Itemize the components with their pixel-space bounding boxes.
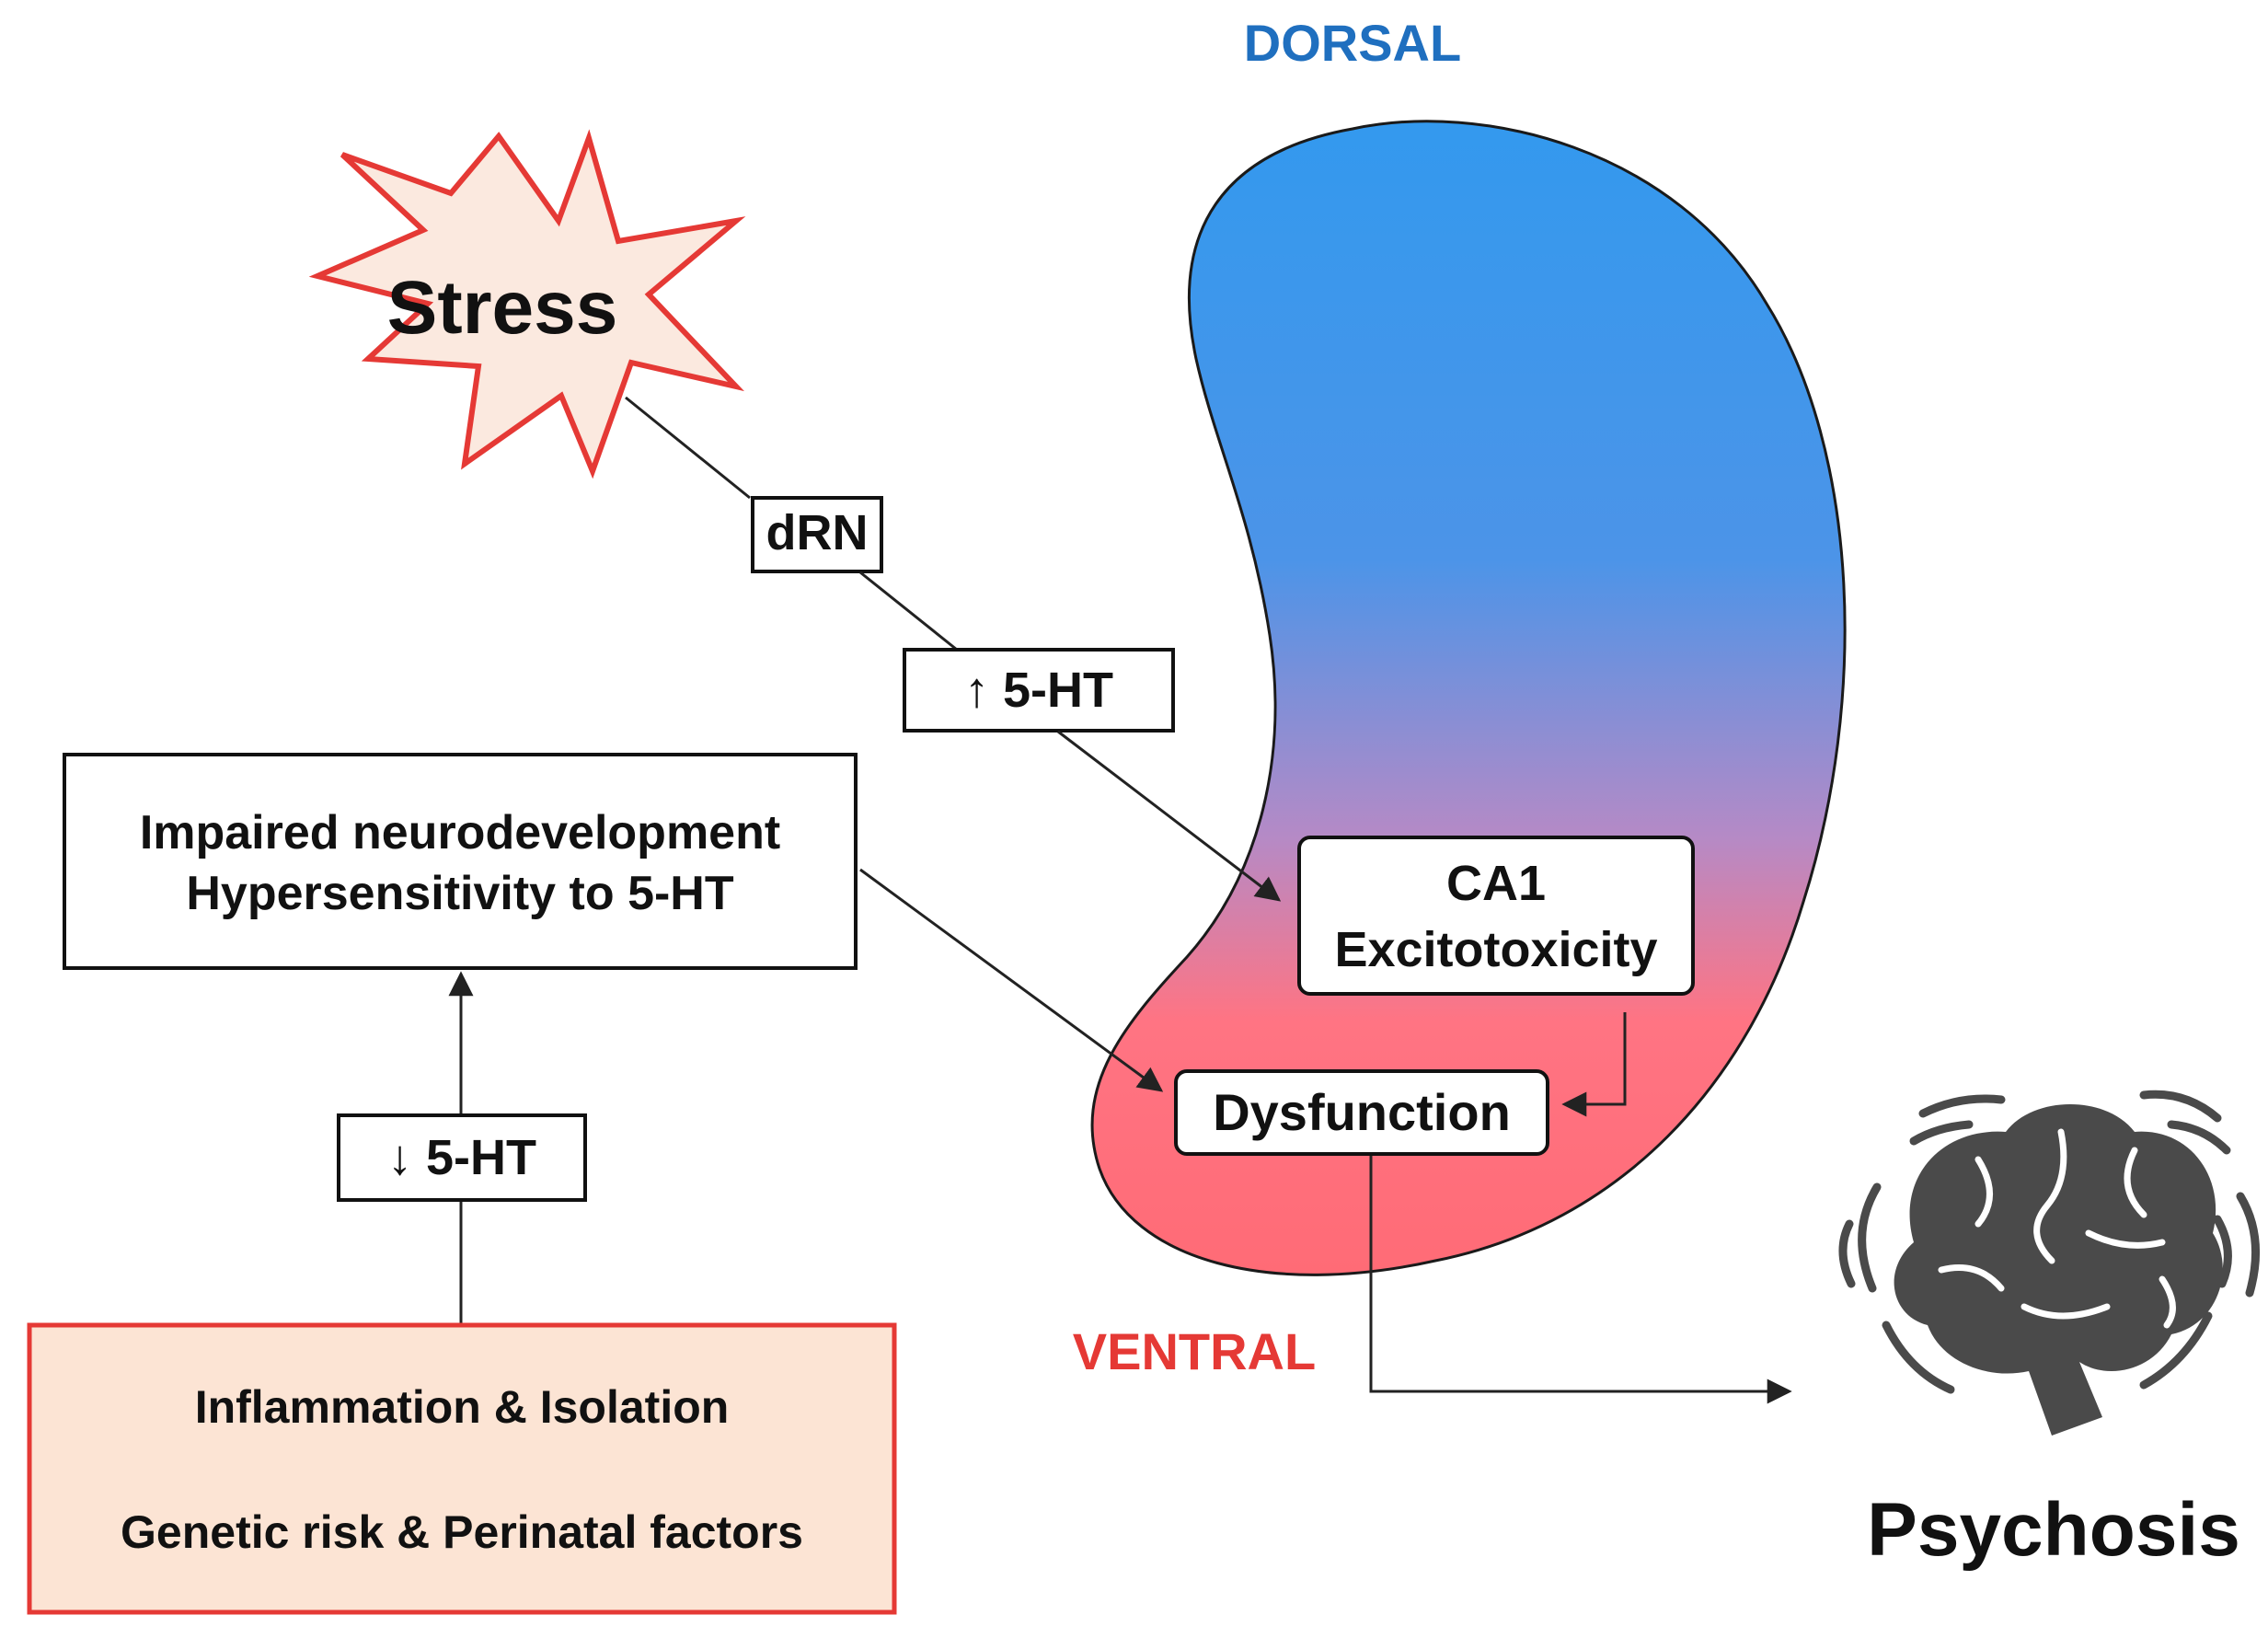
dysfunction-box: Dysfunction [1174, 1069, 1549, 1156]
dysfunction-to-psychosis-arrow [1369, 1156, 1792, 1404]
dysfunction-label: Dysfunction [1213, 1083, 1511, 1141]
serotonin-decrease-label: ↓ 5-HT [387, 1130, 536, 1185]
hypersensitivity-label: Hypersensitivity to 5-HT [186, 867, 733, 920]
ca1-label: CA1 [1446, 856, 1546, 911]
ca1-to-dysfunction-arrow [1561, 1012, 1627, 1117]
inflammation-isolation-label: Inflammation & Isolation [195, 1381, 730, 1433]
risk-factors-box: Inflammation & Isolation Genetic risk & … [27, 1322, 897, 1615]
stress-label: Stress [387, 266, 618, 350]
excitotoxicity-label: Excitotoxicity [1334, 922, 1657, 977]
serotonin-increase-label: ↑ 5-HT [964, 663, 1113, 718]
starburst-icon [308, 129, 746, 479]
neurodevelopment-box: Impaired neurodevelopment Hypersensitivi… [63, 753, 858, 970]
neurodevelopment-label: Impaired neurodevelopment [140, 806, 780, 859]
drn-box: dRN [751, 496, 883, 573]
serotonin-increase-box: ↑ 5-HT [903, 648, 1175, 732]
dorsal-label: DORSAL [1244, 14, 1461, 72]
drn-to-5ht-line [859, 571, 958, 652]
brain-icon [1838, 1090, 2261, 1436]
stress-to-drn-line [625, 396, 751, 500]
genetic-perinatal-label: Genetic risk & Perinatal factors [121, 1506, 803, 1558]
ca1-box: CA1 Excitotoxicity [1297, 836, 1695, 996]
drn-label: dRN [766, 505, 869, 560]
stress-starburst: Stress [308, 129, 746, 479]
ventral-label: VENTRAL [1073, 1322, 1316, 1380]
psychosis-label: Psychosis [1867, 1488, 2240, 1572]
neurodev-to-dysfunction-arrow [859, 868, 1164, 1092]
serotonin-decrease-box: ↓ 5-HT [337, 1113, 587, 1202]
5ht-to-ca1-arrow [1057, 730, 1282, 902]
